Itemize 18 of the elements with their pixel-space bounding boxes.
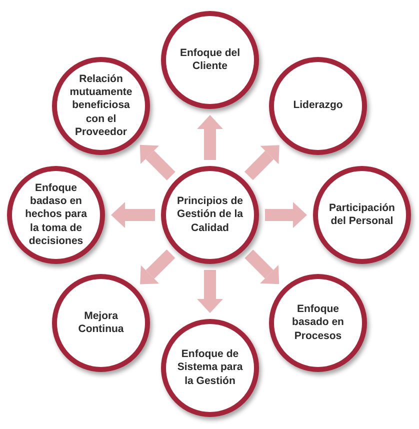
circle: [161, 166, 259, 264]
node-label: Enfoque de Sistema para la Gestión: [176, 348, 244, 388]
arrow: [244, 145, 280, 180]
arrow: [140, 249, 176, 284]
arrow: [197, 115, 223, 160]
arrow: [140, 144, 176, 180]
node-label: Relación mutuamente beneficiosa con el Proveedor: [68, 73, 134, 139]
node-label: Mejora Continua: [77, 310, 125, 336]
node-label: Enfoque del Cliente: [178, 46, 242, 74]
node-label: Participación del Personal: [328, 202, 396, 228]
node-label: Principios de Gestión de la Calidad: [176, 195, 244, 235]
arrow: [197, 270, 223, 313]
node-label: Enfoque basado en Procesos: [291, 303, 345, 343]
arrow: [265, 202, 307, 228]
arrow: [244, 250, 280, 284]
arrow: [111, 202, 155, 228]
node-label: Enfoque badaso en hechos para la toma de decisiones: [24, 182, 88, 248]
node-label: Liderazgo: [292, 99, 344, 113]
